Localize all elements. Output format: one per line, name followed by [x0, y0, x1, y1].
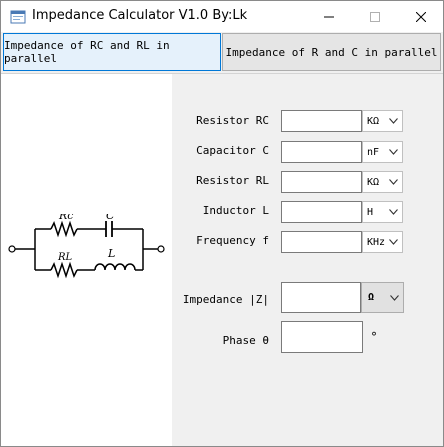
label-resistor-rc: Resistor RC — [196, 114, 269, 127]
label-inductor-l: Inductor L — [202, 204, 269, 217]
label-c: C — [106, 214, 115, 222]
app-icon — [10, 10, 26, 24]
resistor-rl-symbol — [50, 261, 78, 279]
label-frequency-f: Frequency f — [196, 234, 269, 247]
phase-output — [281, 321, 363, 353]
impedance-unit-value: Ω — [368, 292, 375, 303]
resistor-rc-unit-value: KΩ — [367, 115, 380, 127]
minimize-button[interactable] — [307, 1, 351, 32]
resistor-rc-symbol — [50, 220, 78, 238]
phase-unit-degree: ° — [371, 330, 377, 344]
label-capacitor-c: Capacitor C — [196, 144, 269, 157]
label-phase: Phase θ — [222, 334, 269, 347]
circuit-diagram: Rc C RL L — [8, 214, 165, 279]
tab-rc-rl-parallel[interactable]: Impedance of RC and RL in parallel — [3, 33, 221, 71]
impedance-output — [281, 282, 361, 313]
frequency-f-unit-value: KHz — [367, 236, 386, 248]
resistor-rl-unit-value: KΩ — [367, 176, 380, 188]
minimize-icon — [324, 16, 334, 17]
chevron-down-icon — [389, 239, 398, 245]
title-bar[interactable]: Impedance Calculator V1.0 By:Lk — [1, 1, 443, 32]
frequency-f-input[interactable] — [281, 231, 362, 253]
label-l: L — [107, 247, 115, 260]
close-button[interactable] — [399, 1, 443, 32]
impedance-unit-select[interactable]: Ω — [361, 282, 404, 313]
label-rl: RL — [57, 252, 73, 263]
chevron-down-icon — [389, 209, 398, 215]
inductor-symbol — [94, 263, 136, 271]
inductor-l-unit-value: H — [367, 206, 374, 218]
chevron-down-icon — [389, 149, 398, 155]
chevron-down-icon — [389, 179, 398, 185]
capacitor-c-input[interactable] — [281, 141, 362, 163]
capacitor-c-unit-select[interactable]: nF — [362, 141, 403, 163]
inductor-l-input[interactable] — [281, 201, 362, 223]
window-title: Impedance Calculator V1.0 By:Lk — [32, 8, 248, 23]
label-rc: Rc — [58, 214, 73, 222]
resistor-rc-unit-select[interactable]: KΩ — [362, 110, 403, 132]
label-impedance: Impedance |Z| — [182, 293, 269, 306]
capacitor-c-unit-value: nF — [367, 146, 380, 158]
resistor-rc-input[interactable] — [281, 110, 362, 132]
label-resistor-rl: Resistor RL — [196, 174, 269, 187]
resistor-rl-unit-select[interactable]: KΩ — [362, 171, 403, 193]
left-terminal — [8, 245, 16, 253]
chevron-down-icon — [390, 294, 399, 301]
right-terminal — [157, 245, 165, 253]
close-icon — [416, 11, 426, 22]
tab-r-c-parallel[interactable]: Impedance of R and C in parallel — [222, 33, 441, 71]
maximize-button[interactable] — [353, 1, 397, 32]
frequency-f-unit-select[interactable]: KHz — [362, 231, 403, 253]
chevron-down-icon — [389, 118, 398, 124]
circuit-panel: Rc C RL L — [1, 74, 172, 446]
resistor-rl-input[interactable] — [281, 171, 362, 193]
tab-bar: Impedance of RC and RL in parallel Imped… — [1, 32, 443, 74]
inductor-l-unit-select[interactable]: H — [362, 201, 403, 223]
maximize-icon — [370, 11, 380, 22]
